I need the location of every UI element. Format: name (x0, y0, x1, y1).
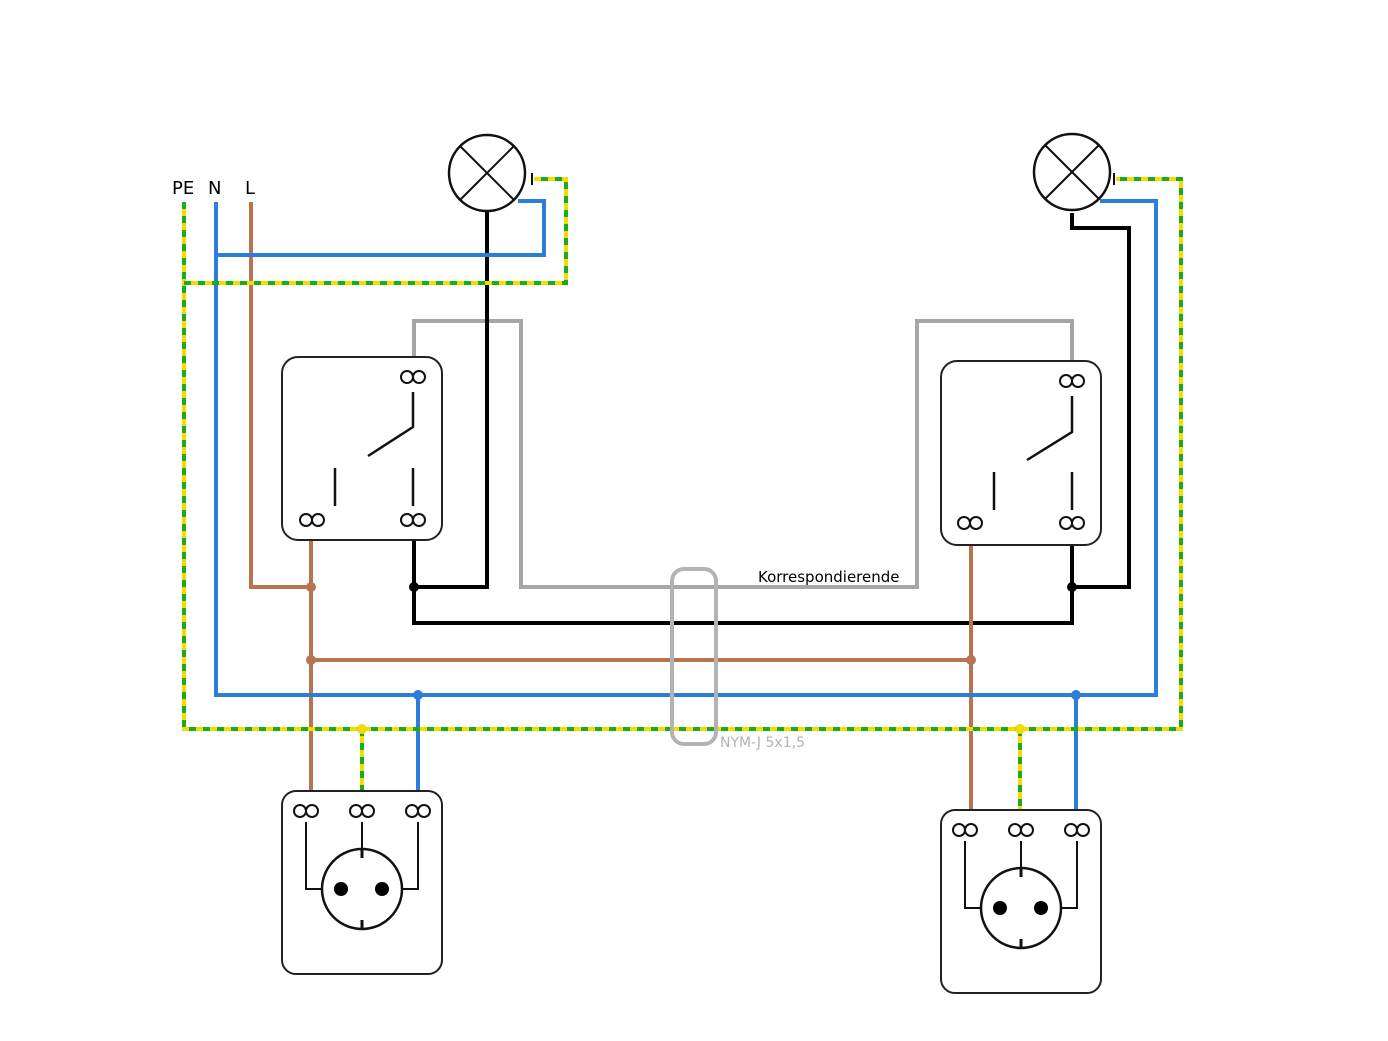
label-pe: PE (172, 178, 194, 199)
traveller-wire-1 (412, 319, 1074, 589)
junction-dot (1067, 582, 1077, 592)
terminal-bottom-left (299, 513, 325, 527)
terminal-pe (1008, 823, 1034, 837)
neutral-wire-left-lamp (216, 199, 546, 257)
socket-right (940, 809, 1102, 994)
traveller-wires (412, 319, 1074, 589)
terminal-n (405, 804, 431, 818)
cable-outline (670, 567, 718, 746)
pe-wire-left-lamp (184, 177, 568, 285)
supply-line-l (249, 202, 311, 589)
socket-pin (375, 882, 389, 896)
junction-dot (413, 690, 423, 700)
supply-pe (182, 177, 1183, 731)
terminal-top (1059, 374, 1085, 388)
junction-dot (1071, 690, 1081, 700)
label-n: N (208, 178, 221, 199)
lamp-left (447, 133, 533, 213)
lamp-right (1032, 132, 1115, 212)
junction-dot (357, 724, 367, 734)
supply-neutral-n (214, 199, 1158, 697)
junction-dot (1015, 724, 1025, 734)
junction-dot (966, 655, 976, 665)
terminal-bottom-right (400, 513, 426, 527)
terminal-top (400, 370, 426, 384)
label-cable: NYM-J 5x1,5 (720, 735, 805, 751)
socket-pin (1034, 901, 1048, 915)
junction-dot (409, 582, 419, 592)
socket-pin (334, 882, 348, 896)
terminal-l (293, 804, 319, 818)
socket-left (281, 790, 443, 975)
switch-left (281, 356, 443, 541)
terminal-pe (349, 804, 375, 818)
terminal-bottom-right (1059, 516, 1085, 530)
switched-wire-right-lamp (1070, 213, 1131, 589)
socket-pin (993, 901, 1007, 915)
junction-dot (306, 582, 316, 592)
switched-wire-left-lamp (414, 210, 489, 589)
junction-dot (306, 655, 316, 665)
label-l: L (245, 178, 255, 199)
pe-wires (182, 177, 1183, 811)
label-traveller: Korrespondierende (758, 568, 900, 586)
terminal-n (1064, 823, 1090, 837)
switched-wire-between-switches (412, 541, 1074, 625)
terminal-l (952, 823, 978, 837)
neutral-wires (214, 199, 1158, 811)
terminal-bottom-left (957, 516, 983, 530)
switch-right (940, 360, 1102, 546)
